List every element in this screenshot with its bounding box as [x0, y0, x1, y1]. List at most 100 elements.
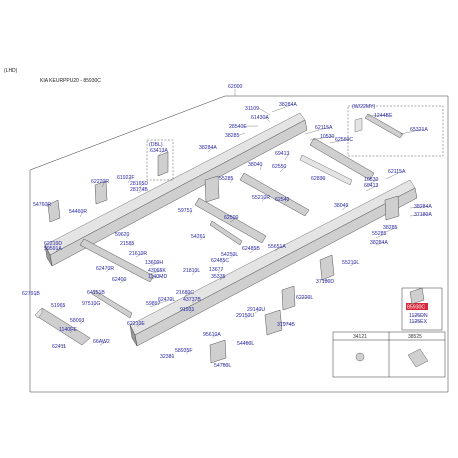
leader-line-p49 — [221, 260, 226, 265]
leader-line-p53 — [191, 270, 198, 276]
part-label-38284a[interactable]: 38284A — [370, 240, 388, 246]
part-label-55285[interactable]: 55285 — [219, 176, 234, 182]
part-label-62500[interactable]: 62500 — [224, 215, 239, 221]
leader-line-p7 — [309, 136, 335, 141]
part-label-21810l[interactable]: 21810L — [183, 268, 200, 274]
part-label-38285[interactable]: 38285 — [383, 225, 398, 231]
region-label: (LHD) — [4, 68, 18, 74]
part-label-38049[interactable]: 38049 — [334, 203, 349, 209]
part-label-54460r[interactable]: 54460R — [69, 209, 87, 215]
part-label-28540e[interactable]: 28540E — [229, 124, 247, 130]
part-label-62830[interactable]: 62830 — [311, 176, 326, 182]
part-label-62115a[interactable]: 62115A — [388, 169, 406, 175]
part-label-62470l[interactable]: 62470L — [158, 297, 175, 303]
part-label-1140fe[interactable]: 1140FE — [59, 327, 77, 333]
part-label-62470r[interactable]: 62470R — [96, 266, 114, 272]
part-label-31109[interactable]: 31109 — [245, 106, 259, 112]
part-label-21680c[interactable]: 21680C — [176, 290, 194, 296]
part-label-59591a[interactable]: 59591A — [44, 246, 62, 252]
leader-line-p30 — [129, 243, 135, 247]
leader-line-p43 — [149, 270, 163, 275]
part-label-28174b[interactable]: 28174B — [130, 187, 148, 193]
part-label-62220r[interactable]: 62220R — [91, 179, 109, 185]
part-label-62400[interactable]: 62400 — [112, 277, 127, 283]
w22my-bracket — [354, 117, 363, 133]
part-label-62210e[interactable]: 62210E — [127, 321, 145, 327]
part-label-51965[interactable]: 51965 — [51, 303, 66, 309]
part-label-95610a[interactable]: 95610A — [203, 332, 221, 338]
part-label-38040[interactable]: 38040 — [248, 162, 263, 168]
part-label-62485c[interactable]: 62485C — [211, 258, 229, 264]
leader-line-p32 — [284, 199, 290, 204]
part-label-54261[interactable]: 54261 — [191, 234, 206, 240]
part-label-62220l[interactable]: 62220L — [296, 295, 313, 301]
part-label-13600h[interactable]: 13600H — [145, 260, 163, 266]
part-label-38284a[interactable]: 38284A — [279, 102, 297, 108]
part-label-66aw2[interactable]: 66AW2 — [93, 339, 110, 345]
leader-line-p81 — [411, 321, 424, 323]
part-label-62485b[interactable]: 62485B — [242, 246, 260, 252]
part-label-21610r[interactable]: 21610R — [129, 251, 147, 257]
part-label-37180a[interactable]: 37180A — [414, 212, 432, 218]
part-label-62540[interactable]: 62540 — [275, 197, 290, 203]
part-label-1244be[interactable]: 1244BE — [374, 113, 393, 119]
part-label-54760l[interactable]: 54760L — [214, 363, 231, 369]
part-label-1125ex[interactable]: 1125EX — [409, 319, 428, 325]
part-label-29140u[interactable]: 29140U — [247, 307, 265, 313]
part-label-62560c[interactable]: 62560C — [335, 137, 353, 143]
part-label-69413[interactable]: 69413 — [275, 151, 290, 157]
part-label-58935f[interactable]: 58935F — [175, 348, 193, 354]
leader-line-p8 — [329, 139, 350, 144]
link-rod — [209, 220, 243, 246]
part-label-97510g[interactable]: 97510G — [82, 301, 100, 307]
part-label-62411[interactable]: 62411 — [52, 344, 66, 350]
part-label-38284a[interactable]: 38284A — [414, 204, 432, 210]
part-label-64151b[interactable]: 64151B — [87, 290, 105, 296]
part-label-59751[interactable]: 59751 — [178, 208, 193, 214]
part-label-32381[interactable]: 32381 — [160, 354, 175, 360]
part-label-55285[interactable]: 55285 — [372, 231, 387, 237]
part-label-69413[interactable]: 69413 — [364, 183, 379, 189]
highlight-part-tag[interactable] — [406, 303, 428, 310]
part-label-1140md[interactable]: 1140MD — [148, 274, 167, 280]
part-label-61922f[interactable]: 61922F — [117, 175, 135, 181]
mounting-bracket-g — [384, 195, 400, 221]
part-label-35335[interactable]: 35335 — [211, 274, 226, 280]
part-label-65321a[interactable]: 65321A — [410, 127, 428, 133]
part-label-28165d[interactable]: 28165D — [130, 181, 148, 187]
part-label-21585[interactable]: 21585 — [120, 241, 135, 247]
part-label-54460l[interactable]: 54460L — [237, 341, 254, 347]
part-label-31974b[interactable]: 31974B — [277, 322, 295, 328]
part-label-38284a[interactable]: 38284A — [199, 145, 217, 151]
part-label-55651a[interactable]: 55651A — [268, 244, 286, 250]
part-label-38285[interactable]: 38285 — [225, 133, 240, 139]
part-label-43737b[interactable]: 43737B — [183, 297, 201, 303]
highlight-part-label[interactable]: 85930C — [407, 305, 425, 311]
part-label-54250l[interactable]: 54250L — [221, 252, 238, 258]
part-label-63413a[interactable]: 63413A — [150, 148, 168, 154]
part-label-59897[interactable]: 59897 — [146, 301, 161, 307]
part-label-62550[interactable]: 62550 — [272, 164, 287, 170]
part-label-59620[interactable]: 59620 — [115, 232, 130, 238]
part-label-37180d[interactable]: 37180D — [316, 279, 334, 285]
part-label-61430a[interactable]: 61430A — [251, 115, 269, 121]
part-label-91931[interactable]: 91931 — [180, 307, 195, 313]
part-label-58093[interactable]: 58093 — [70, 318, 85, 324]
part-label-54760r[interactable]: 54760R — [33, 202, 51, 208]
main-assembly-label[interactable]: 62000 — [228, 84, 243, 90]
part-label-1125dn[interactable]: 1125DN — [409, 313, 428, 319]
leader-line-p60 — [191, 299, 198, 304]
leader-line-p26 — [79, 211, 84, 218]
part-label-62791b[interactable]: 62791B — [22, 291, 40, 297]
part-label-43065k[interactable]: 43065K — [148, 268, 166, 274]
part-label-10530[interactable]: 10530 — [364, 177, 379, 183]
part-label-13677[interactable]: 13677 — [209, 267, 224, 273]
part-label-55210r[interactable]: 55210R — [252, 195, 270, 201]
part-label-29150u[interactable]: 29150U — [236, 313, 254, 319]
dbl-bracket — [157, 151, 169, 177]
part-label-62210d[interactable]: 62210D — [44, 241, 62, 247]
part-label-62115a[interactable]: 62115A — [315, 125, 333, 131]
part-label-55210l[interactable]: 55210L — [342, 260, 359, 266]
part-label-10530[interactable]: 10530 — [320, 134, 335, 140]
